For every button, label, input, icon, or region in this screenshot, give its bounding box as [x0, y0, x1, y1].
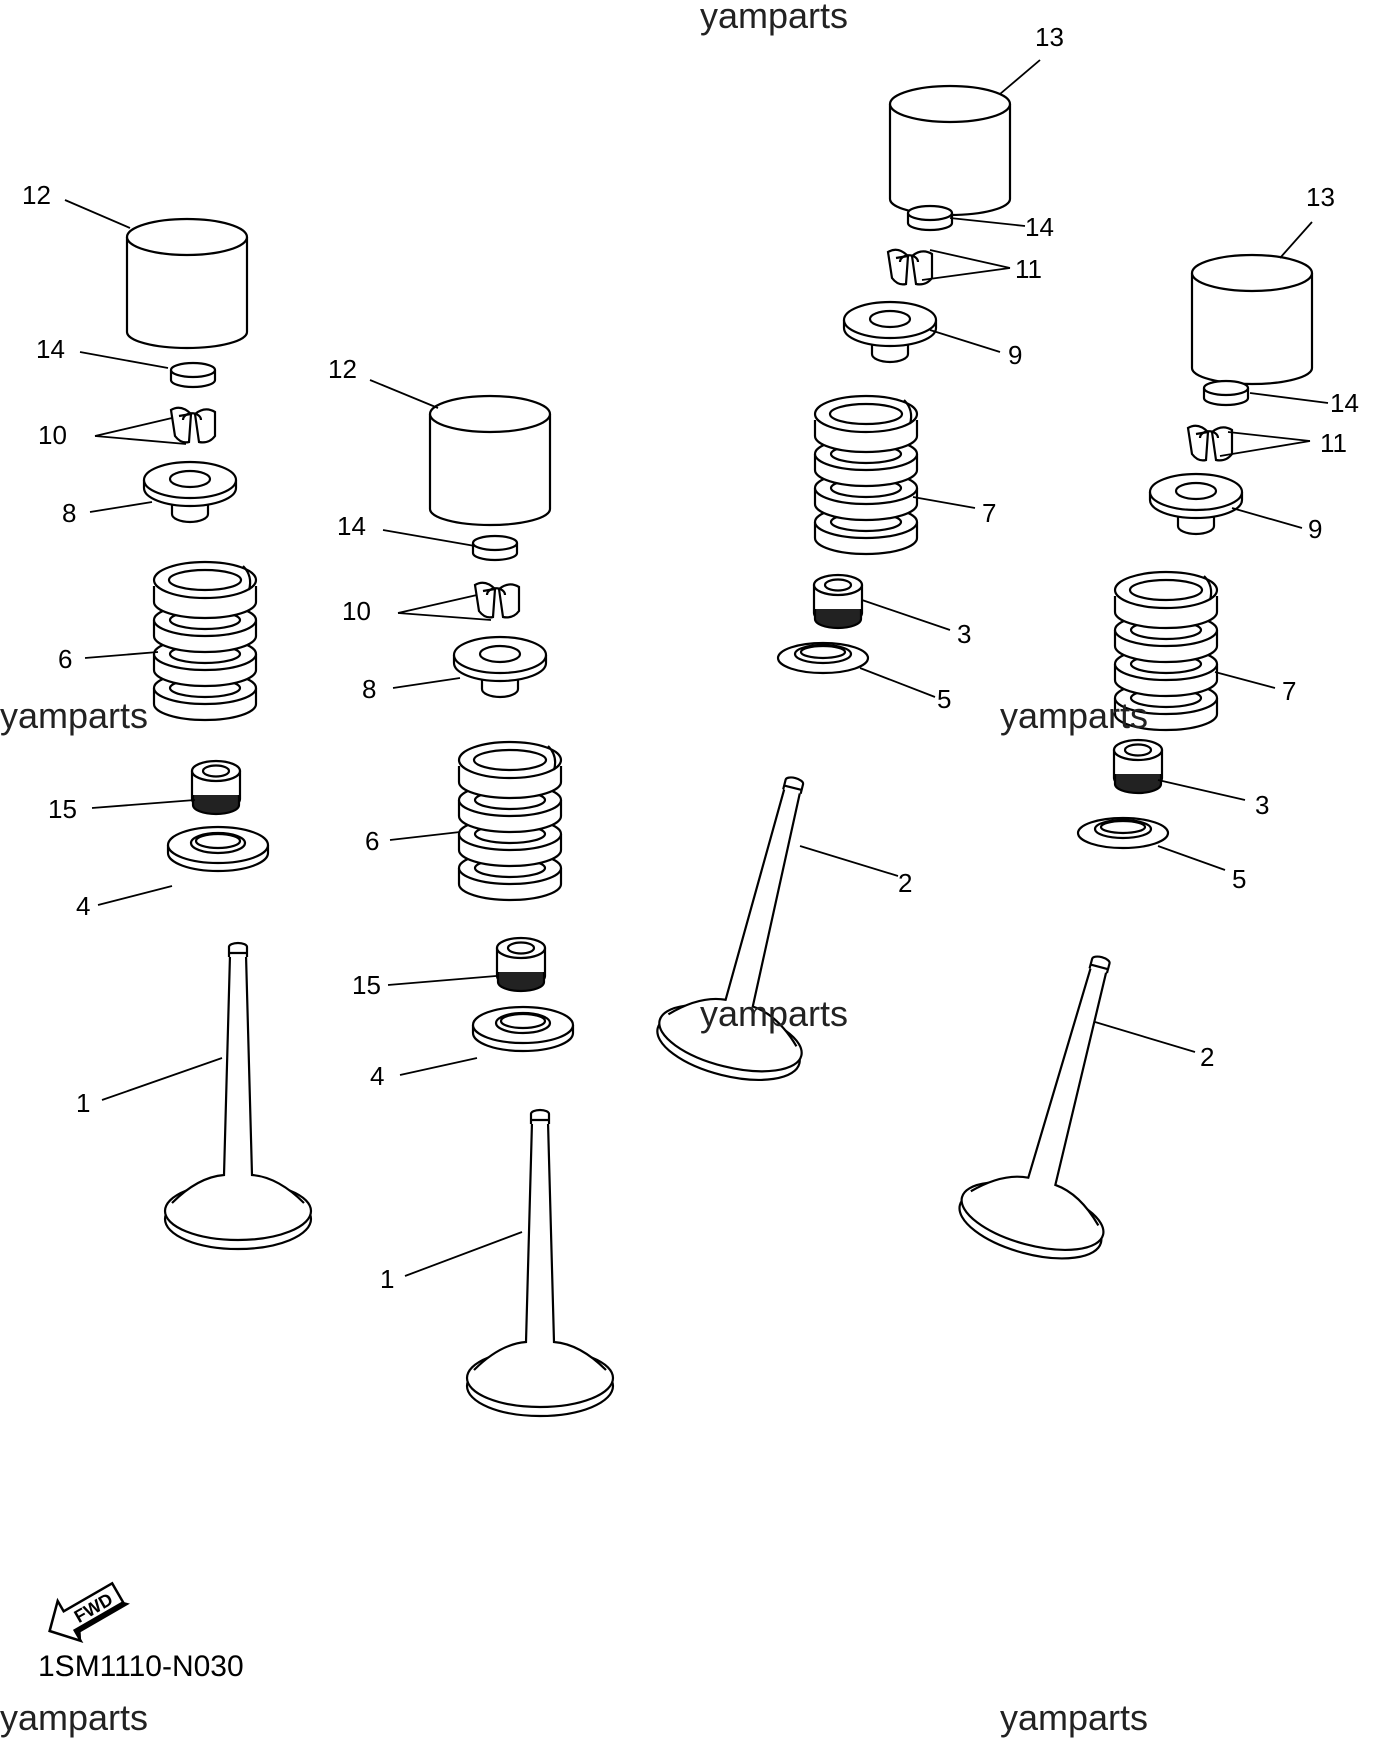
stem-seal-15-center: [495, 936, 547, 993]
watermark: yamparts: [1000, 695, 1149, 736]
callout-15: 15: [352, 970, 381, 1000]
callout-2: 2: [1200, 1042, 1214, 1072]
spring-seat-4-left: [166, 825, 270, 873]
callout-12: 12: [22, 180, 51, 210]
tappet-13-center: [888, 84, 1012, 217]
tappet-12-center: [428, 394, 552, 527]
callout-4: 4: [370, 1061, 384, 1091]
watermark: yamparts: [1000, 1697, 1149, 1738]
retainer-9-center: [842, 300, 938, 364]
retainer-8-left: [142, 460, 238, 524]
watermark: yamparts: [700, 993, 849, 1034]
stem-seal-15-left: [190, 759, 242, 816]
exhaust-valve-group-right: [951, 253, 1314, 1273]
exhaust-valve-2-center: [649, 759, 868, 1094]
callout-labels: 12 14 10 8 6 15 4 1 12 14 10 8 6 15 4 1 …: [22, 22, 1359, 1294]
callout-6: 6: [58, 644, 72, 674]
callout-7: 7: [982, 498, 996, 528]
callout-1: 1: [76, 1088, 90, 1118]
cotter-10-left: [169, 406, 217, 444]
callout-1: 1: [380, 1264, 394, 1294]
watermark: yamparts: [0, 695, 149, 736]
spring-seat-4-center: [471, 1005, 575, 1053]
shim-14-c: [906, 204, 954, 232]
watermark: yamparts: [0, 1697, 149, 1738]
spring-7-center: [813, 394, 919, 556]
exhaust-valve-2-right: [951, 937, 1174, 1273]
callout-3: 3: [957, 619, 971, 649]
callout-3: 3: [1255, 790, 1269, 820]
intake-valve-group-center: [428, 394, 615, 1418]
stem-seal-3-center: [812, 573, 864, 630]
callout-11: 11: [1320, 428, 1347, 458]
callout-8: 8: [62, 498, 76, 528]
callout-10: 10: [342, 596, 371, 626]
washer-5-center: [776, 641, 870, 675]
callout-10: 10: [38, 420, 67, 450]
callout-14: 14: [36, 334, 65, 364]
intake-valve-1-left: [163, 941, 313, 1251]
cotter-10-center: [473, 581, 521, 619]
callout-5: 5: [937, 684, 951, 714]
callout-5: 5: [1232, 864, 1246, 894]
callout-9: 9: [1008, 340, 1022, 370]
callout-11: 11: [1015, 254, 1042, 284]
callout-14: 14: [1025, 212, 1054, 242]
callout-14: 14: [337, 511, 366, 541]
tappet-12-left: [125, 217, 249, 350]
callout-14: 14: [1330, 388, 1359, 418]
spring-6-left: [152, 560, 258, 722]
callout-7: 7: [1282, 676, 1296, 706]
retainer-9-right: [1148, 472, 1244, 536]
callout-8: 8: [362, 674, 376, 704]
shim-14-a: [169, 361, 217, 389]
diagram-code: 1SM1110-N030: [38, 1650, 244, 1683]
stem-seal-3-right: [1112, 738, 1164, 795]
callout-12: 12: [328, 354, 357, 384]
callout-15: 15: [48, 794, 77, 824]
intake-valve-group-left: [125, 217, 313, 1251]
callout-2: 2: [898, 868, 912, 898]
spring-6-center: [457, 740, 563, 902]
shim-14-b: [471, 534, 519, 562]
intake-valve-1-center: [465, 1108, 615, 1418]
leader-lines: [64, 59, 1329, 1277]
fwd-arrow-icon: FWD: [48, 1581, 130, 1643]
tappet-13-right: [1190, 253, 1314, 386]
callout-9: 9: [1308, 514, 1322, 544]
callout-13: 13: [1306, 182, 1335, 212]
washer-5-right: [1076, 816, 1170, 850]
shim-14-d: [1202, 379, 1250, 407]
callout-6: 6: [365, 826, 379, 856]
callout-13: 13: [1035, 22, 1064, 52]
callout-4: 4: [76, 891, 90, 921]
retainer-8-center: [452, 635, 548, 699]
watermark: yamparts: [700, 0, 849, 36]
exhaust-valve-group-center: [649, 84, 1012, 1094]
